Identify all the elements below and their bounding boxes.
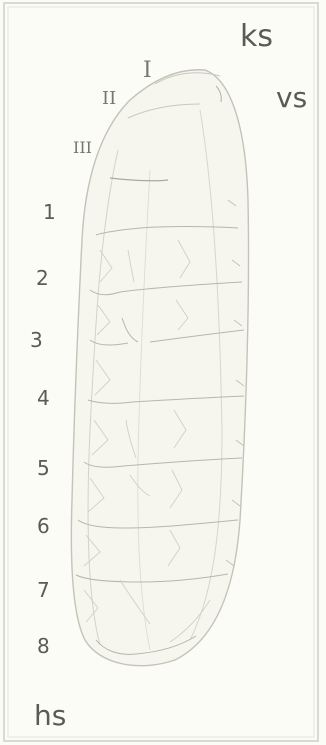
- larva-body-outline: [71, 70, 248, 666]
- label-thorax-I: I: [143, 60, 152, 82]
- label-ventral-vs: vs: [276, 84, 307, 112]
- label-segment-6: 6: [37, 516, 50, 536]
- label-segment-5: 5: [37, 458, 50, 478]
- label-segment-3: 3: [30, 330, 43, 350]
- label-segment-4: 4: [37, 388, 50, 408]
- label-segment-7: 7: [37, 580, 50, 600]
- label-segment-1: 1: [43, 202, 56, 222]
- label-anterior-ks: ks: [240, 22, 273, 52]
- label-segment-2: 2: [36, 268, 49, 288]
- label-thorax-II: II: [102, 90, 116, 108]
- label-posterior-hs: hs: [34, 702, 66, 730]
- label-thorax-III: III: [73, 140, 92, 156]
- label-segment-8: 8: [37, 636, 50, 656]
